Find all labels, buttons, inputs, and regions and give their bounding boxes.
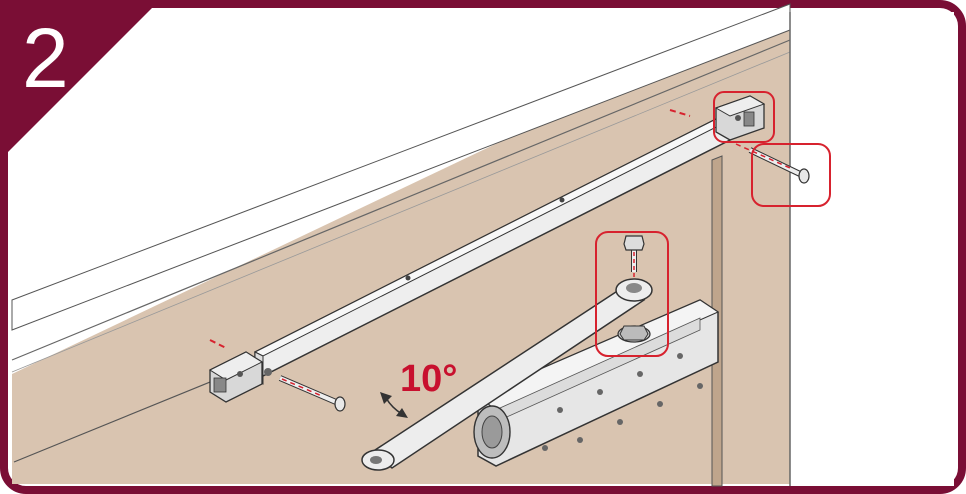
screw-icon-top <box>623 235 645 280</box>
bracket-icon-left <box>208 351 264 403</box>
door-bottom-line <box>13 379 216 463</box>
door-frame-edge <box>11 39 791 361</box>
highlight-box-right-screw <box>751 143 831 207</box>
step-number: 2 <box>22 11 69 105</box>
alignment-dash-left <box>209 339 227 349</box>
rail-hole-left <box>264 368 272 376</box>
angle-label: 10° <box>400 358 458 400</box>
screw-icon-right <box>735 143 810 184</box>
step-corner-badge <box>0 0 160 160</box>
door-frame-edge-2 <box>11 51 791 373</box>
door-closer-body <box>473 299 720 467</box>
highlight-box-arm-screw <box>595 231 669 357</box>
rail-hole-2 <box>559 197 565 203</box>
closer-arm <box>361 278 653 471</box>
bracket-icon-right <box>714 95 766 141</box>
alignment-dash-right <box>669 109 691 117</box>
rotate-arrow-icon <box>380 392 408 418</box>
rail-hole-1 <box>405 275 411 281</box>
right-panel <box>790 12 954 486</box>
screw-icon-left <box>278 375 346 412</box>
spindle-nut <box>617 325 651 343</box>
highlight-box-right-bracket <box>713 91 775 143</box>
